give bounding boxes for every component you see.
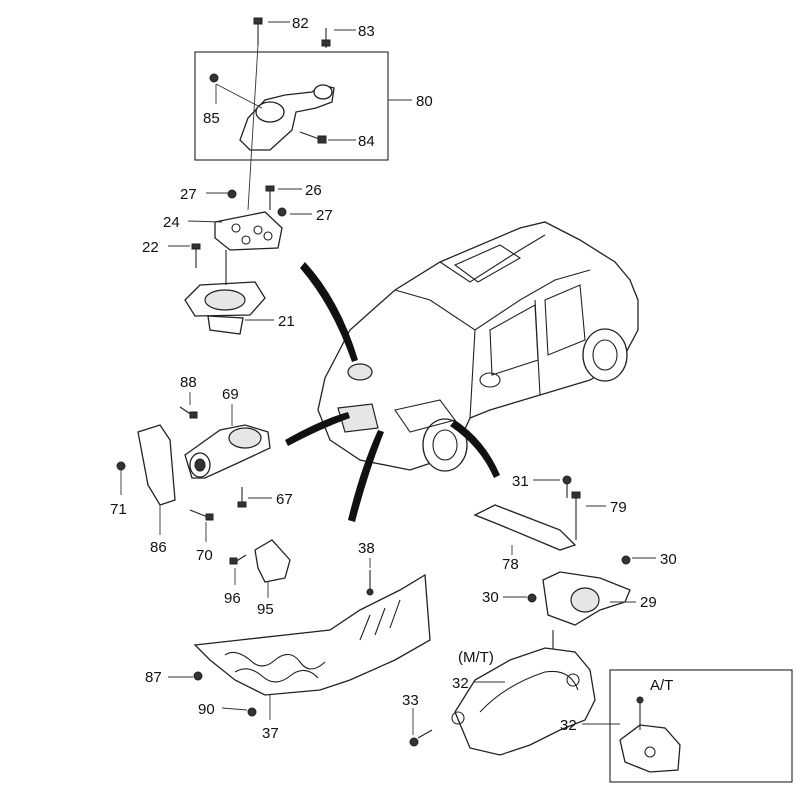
callout-82: 82 — [292, 15, 309, 32]
callout-86: 86 — [150, 539, 167, 556]
bracket-32-mt-group — [409, 647, 596, 756]
assembly-80-frame — [194, 51, 389, 161]
bracket-78[interactable] — [473, 504, 577, 551]
sunroof — [453, 244, 522, 283]
rear-roll-mount-group — [116, 392, 272, 542]
mount-bracket-assembly-80 — [194, 17, 412, 211]
callout-90: 90 — [198, 701, 215, 718]
callout-69: 69 — [222, 386, 239, 403]
callout-37: 37 — [262, 725, 279, 742]
callout-33: 33 — [402, 692, 419, 709]
callout-27-right: 27 — [316, 207, 333, 224]
callout-32-mt: 32 — [452, 675, 469, 692]
callout-83: 83 — [358, 23, 375, 40]
bolt-33[interactable] — [417, 729, 433, 739]
cover-rib-2 — [234, 668, 319, 683]
callout-87: 87 — [145, 669, 162, 686]
location-arrows — [285, 262, 500, 522]
car-grille — [337, 403, 379, 433]
mount-bracket-24[interactable] — [214, 211, 283, 251]
callout-26: 26 — [305, 182, 322, 199]
nut-27-upper[interactable] — [227, 189, 237, 199]
engine-mount-location — [347, 363, 373, 381]
bracket-95[interactable] — [254, 539, 291, 583]
callout-79: 79 — [610, 499, 627, 516]
front-wheel — [422, 418, 468, 472]
callout-88: 88 — [180, 374, 197, 391]
arrow-to-mount-21 — [300, 262, 358, 362]
callout-30-right: 30 — [660, 551, 677, 568]
callout-31: 31 — [512, 473, 529, 490]
callout-78: 78 — [502, 556, 519, 573]
callout-22: 22 — [142, 239, 159, 256]
side-mirror — [479, 372, 501, 388]
car-beltline — [394, 269, 591, 331]
bracket-bushing — [313, 84, 333, 100]
nut-30-left[interactable] — [527, 593, 537, 603]
transmission-bracket-32-mt[interactable] — [454, 647, 596, 756]
bolt-82-head — [253, 17, 263, 25]
vehicle-illustration — [317, 221, 639, 472]
callout-38: 38 — [358, 540, 375, 557]
transmission-mount-group — [473, 475, 656, 660]
bracket-boss — [255, 101, 285, 123]
callout-21: 21 — [278, 313, 295, 330]
arrow-to-lower-mount — [348, 430, 384, 522]
bolt-84-head — [317, 135, 327, 144]
front-door-window — [489, 304, 539, 376]
variant-label-at: A/T — [650, 677, 673, 694]
callout-71: 71 — [110, 501, 127, 518]
callout-27-upper: 27 — [180, 186, 197, 203]
mount-21-rubber — [204, 289, 246, 311]
callout-70: 70 — [196, 547, 213, 564]
cover-rib-1 — [224, 651, 326, 670]
bolt-87[interactable] — [193, 671, 203, 681]
arrow-to-mount-29 — [450, 420, 500, 478]
callout-67: 67 — [276, 491, 293, 508]
car-windshield — [439, 234, 546, 283]
nut-85[interactable] — [209, 73, 219, 83]
under-cover-group — [168, 558, 431, 720]
rear-wheel — [582, 328, 628, 382]
bracket-86[interactable] — [137, 424, 176, 506]
callout-96: 96 — [224, 590, 241, 607]
callout-80: 80 — [416, 93, 433, 110]
bolt-90[interactable] — [247, 707, 257, 717]
callout-labels: 82 83 80 85 84 27 26 24 27 22 21 88 69 7… — [110, 15, 677, 742]
nut-71[interactable] — [116, 461, 126, 471]
callout-95: 95 — [257, 601, 274, 618]
callout-24: 24 — [163, 214, 180, 231]
callout-84: 84 — [358, 133, 375, 150]
callout-32-at: 32 — [560, 717, 577, 734]
mount-29-bushing — [570, 587, 600, 613]
at-inset-frame — [609, 669, 793, 783]
engine-mount-21-group — [168, 185, 312, 335]
engine-mount-bracket[interactable] — [239, 84, 335, 151]
engine-under-cover-37[interactable] — [193, 573, 431, 696]
nut-30-right[interactable] — [621, 555, 631, 565]
rear-door-window — [544, 284, 586, 356]
nut-27-right[interactable] — [277, 207, 287, 217]
mount-21-base — [207, 315, 244, 335]
callout-30-left: 30 — [482, 589, 499, 606]
car-a-pillar — [469, 329, 476, 419]
callout-85: 85 — [203, 110, 220, 127]
transmission-bracket-32-at[interactable] — [619, 724, 681, 773]
at-variant-inset — [582, 669, 793, 783]
callout-29: 29 — [640, 594, 657, 611]
bolt-83-head — [321, 39, 331, 47]
cover-slots — [359, 599, 401, 641]
bracket-32-rib — [479, 670, 579, 713]
roll-rod-bushing-large — [228, 427, 262, 449]
arrow-to-mount-69 — [285, 412, 350, 446]
variant-label-mt: (M/T) — [458, 649, 494, 666]
bracket-95-group — [229, 539, 291, 598]
